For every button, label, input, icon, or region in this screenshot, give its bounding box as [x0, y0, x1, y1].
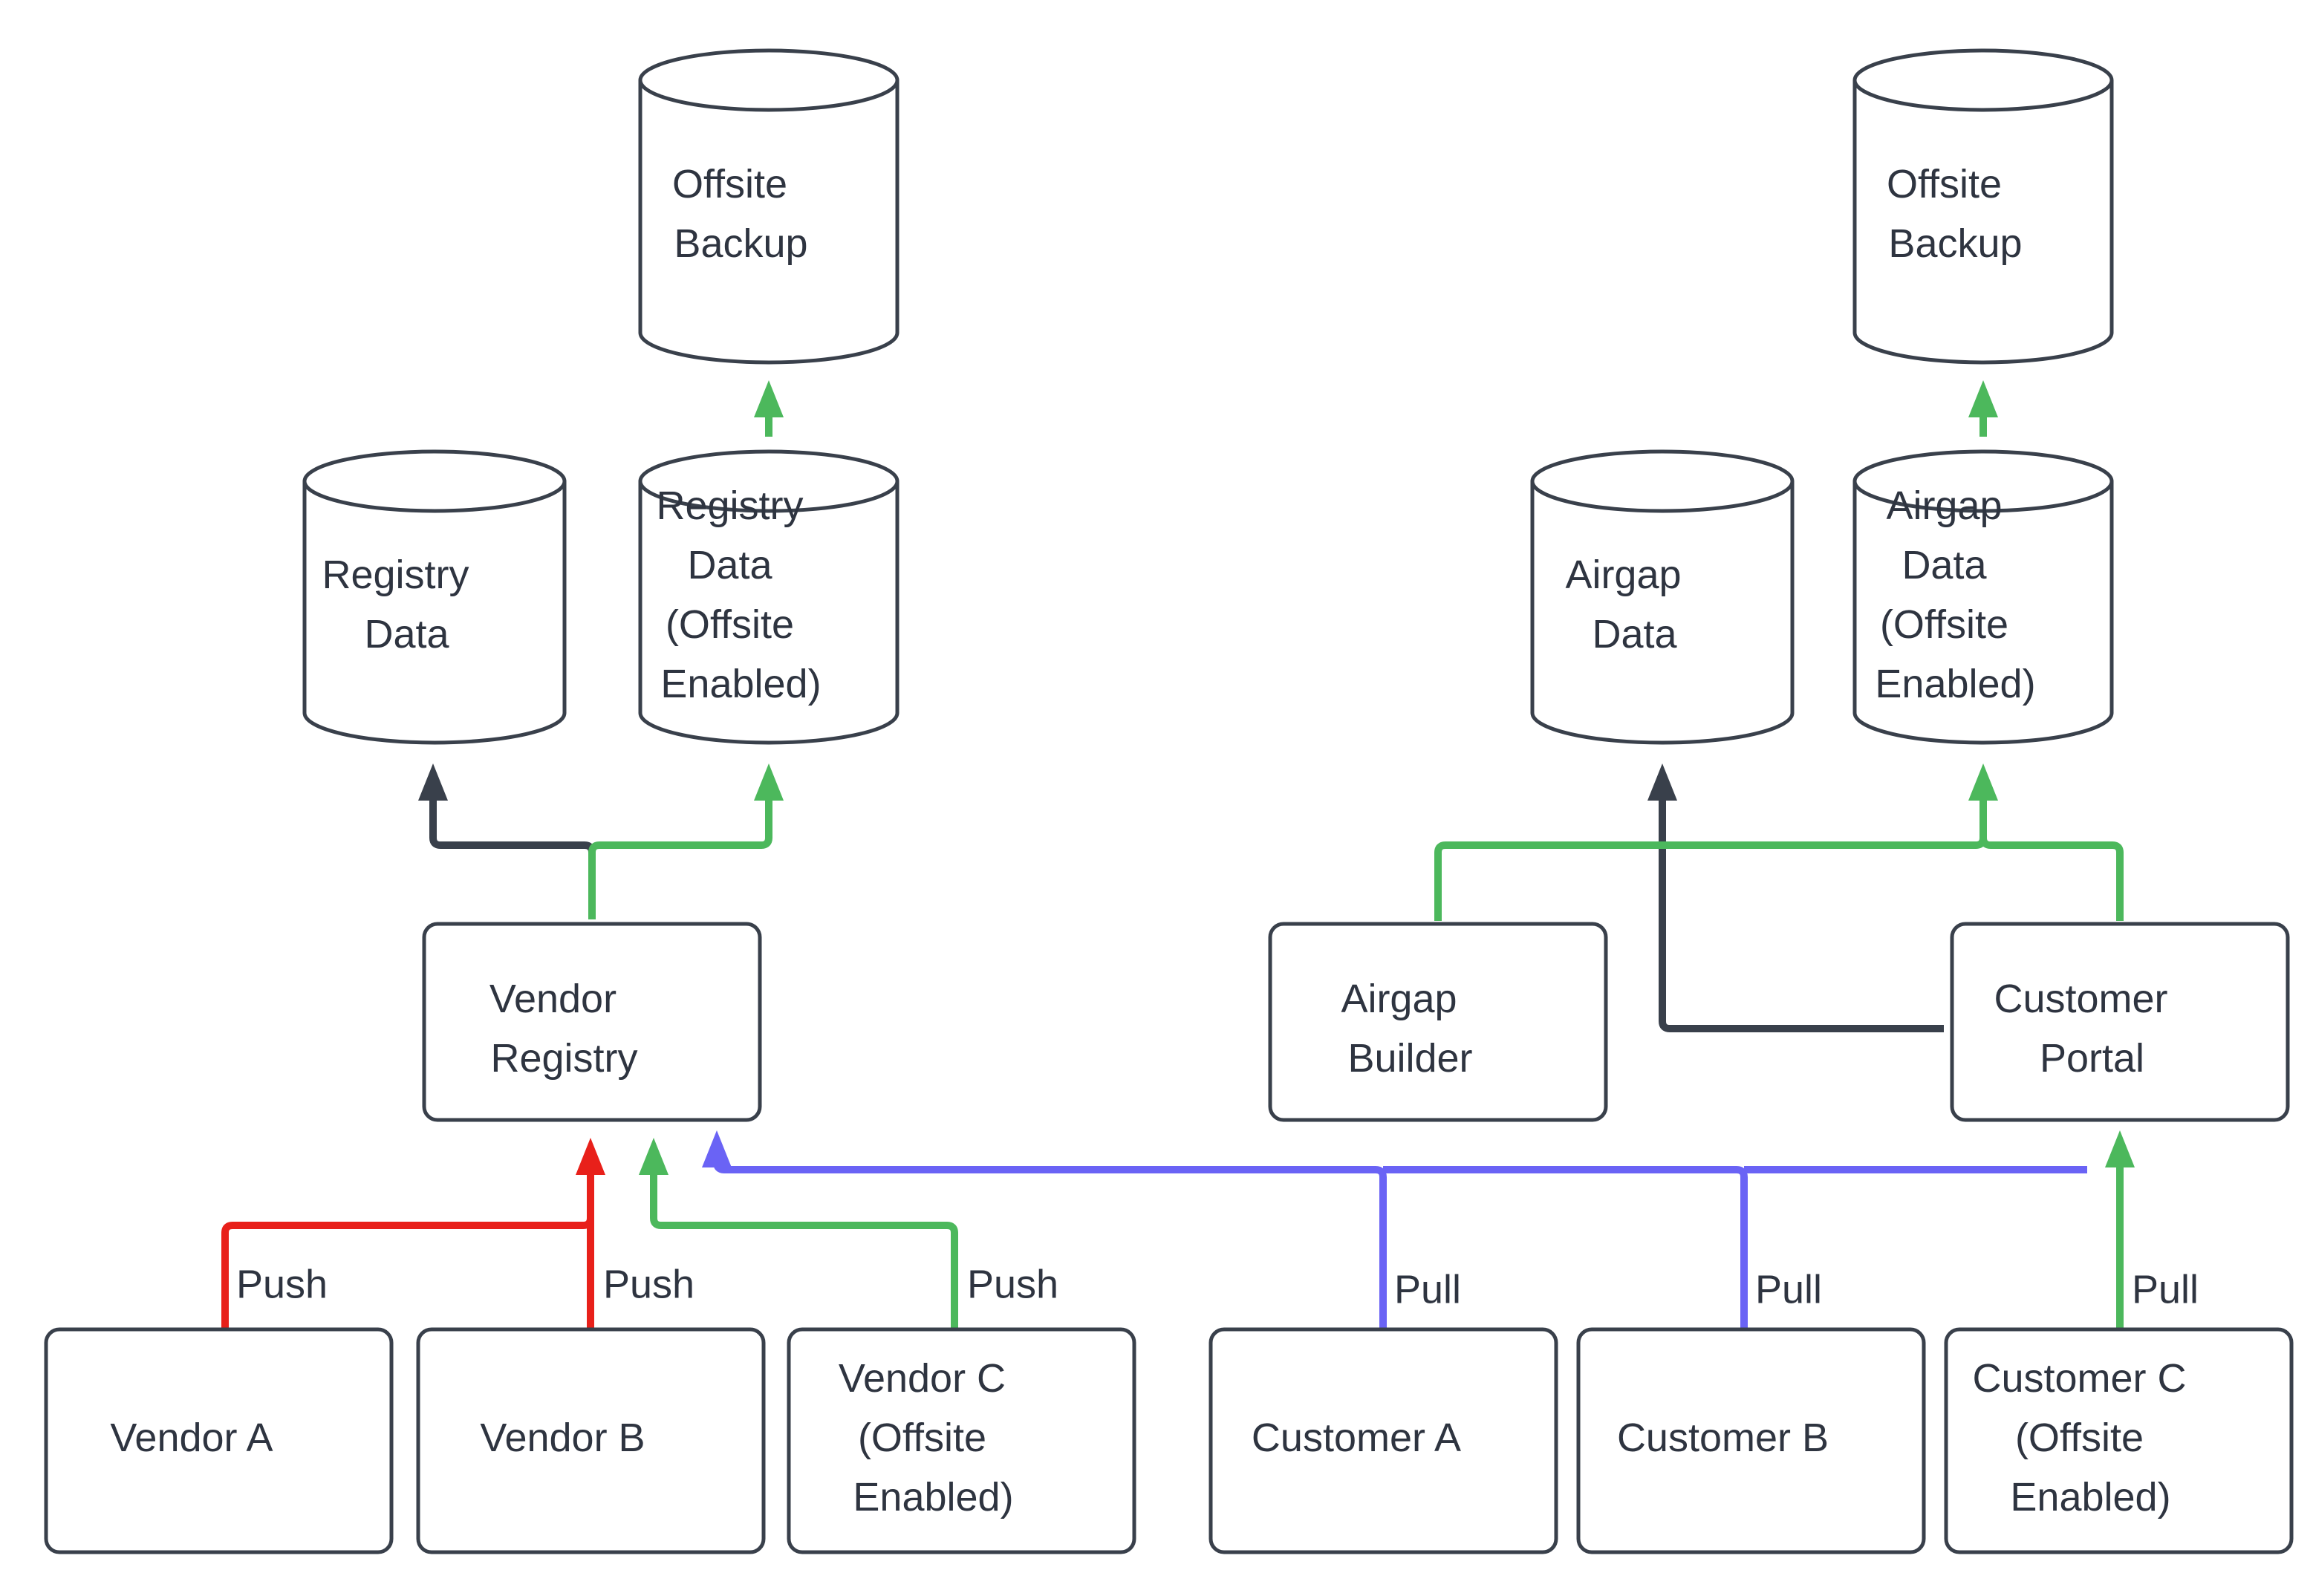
arrowhead-icon [1968, 380, 1998, 417]
node-vendor-b[interactable]: Vendor B [416, 1327, 766, 1554]
node-label: Registry Data [322, 553, 547, 657]
edge-label-vendor-b-push: Push [603, 1262, 694, 1306]
link-vendor-c-to-vendor-registry [639, 1138, 958, 1329]
link-customer-c-to-customer-portal [2105, 1130, 2135, 1329]
node-registry-data[interactable]: Registry Data [302, 449, 567, 745]
link-vendor-registry-to-registry-data-offsite [588, 763, 784, 919]
link-airgap-data-offsite-to-offsite-backup [1968, 380, 1998, 437]
edge-label-customer-b-pull: Pull [1755, 1267, 1822, 1312]
arrowhead-icon [1647, 763, 1677, 801]
node-label: Airgap Builder [1341, 977, 1535, 1081]
node-customer-c[interactable]: Customer C (Offsite Enabled) [1944, 1327, 2294, 1554]
arrowhead-icon [702, 1130, 732, 1167]
link-customer-b-to-vendor-registry [1383, 1166, 1748, 1329]
edge-label-vendor-a-push: Push [236, 1262, 328, 1306]
node-label: Vendor C (Offsite Enabled) [839, 1356, 1084, 1520]
node-customer-portal[interactable]: Customer Portal [1950, 922, 2290, 1122]
arrowhead-icon [754, 380, 784, 417]
node-label: Customer Portal [1994, 977, 2245, 1081]
link-customer-portal-to-airgap-data-offsite [1979, 789, 2124, 921]
node-label: Vendor A [110, 1416, 326, 1460]
node-customer-a[interactable]: Customer A [1208, 1327, 1558, 1554]
arrowhead-icon [1968, 763, 1998, 801]
node-label: Offsite Backup [672, 162, 865, 266]
edge-label-customer-a-pull: Pull [1394, 1267, 1461, 1312]
node-label: Vendor B [480, 1416, 700, 1460]
node-label: Vendor Registry [489, 977, 694, 1081]
node-label: Airgap Data [1565, 553, 1759, 657]
link-airgap-builder-to-airgap-data-offsite [1434, 763, 1998, 921]
node-registry-data-offsite[interactable]: Registry Data (Offsite Enabled) [638, 449, 900, 745]
node-airgap-data[interactable]: Airgap Data [1530, 449, 1795, 745]
link-customer-portal-to-airgap-data [1647, 763, 1944, 1032]
node-label: Customer A [1252, 1416, 1515, 1460]
node-label: Customer B [1617, 1416, 1884, 1460]
link-registry-data-offsite-to-offsite-backup [754, 380, 784, 437]
node-vendor-c[interactable]: Vendor C (Offsite Enabled) [787, 1327, 1136, 1554]
node-label: Registry Data (Offsite Enabled) [656, 483, 881, 706]
edge-label-customer-c-pull: Pull [2132, 1267, 2199, 1312]
arrowhead-icon [754, 763, 784, 801]
node-airgap-builder[interactable]: Airgap Builder [1268, 922, 1608, 1122]
arrowhead-icon [639, 1138, 668, 1175]
arrowhead-icon [2105, 1130, 2135, 1167]
node-airgap-data-offsite[interactable]: Airgap Data (Offsite Enabled) [1852, 449, 2114, 745]
link-vendor-registry-to-registry-data [418, 763, 596, 919]
node-vendor-registry[interactable]: Vendor Registry [422, 922, 762, 1122]
arrowhead-icon [418, 763, 448, 801]
node-label: Offsite Backup [1887, 162, 2080, 266]
node-offsite-backup-left[interactable]: Offsite Backup [638, 48, 900, 365]
edge-label-vendor-c-push: Push [967, 1262, 1058, 1306]
link-purple-bus-right-extension [702, 1130, 2087, 1173]
arrowhead-icon [576, 1138, 605, 1175]
node-label: Airgap Data (Offsite Enabled) [1875, 483, 2091, 706]
node-customer-b[interactable]: Customer B [1576, 1327, 1926, 1554]
node-vendor-a[interactable]: Vendor A [44, 1327, 394, 1554]
node-label: Customer C (Offsite Enabled) [1972, 1356, 2264, 1520]
node-offsite-backup-right[interactable]: Offsite Backup [1852, 48, 2114, 365]
